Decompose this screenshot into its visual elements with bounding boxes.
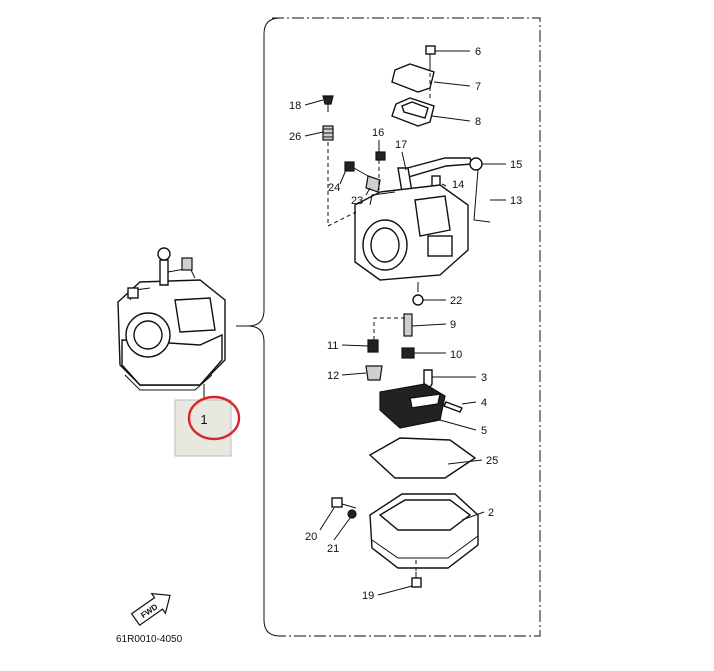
callout-labels: 6 7 8 18 26 16 17 15 14 13 24 23 22 9 11…	[289, 46, 522, 602]
callout-16: 16	[372, 127, 384, 139]
exploded-parts	[322, 45, 491, 588]
callout-18: 18	[289, 100, 301, 112]
callout-22: 22	[450, 295, 462, 307]
fwd-arrow: FWD	[130, 592, 171, 627]
callout-10: 10	[450, 349, 462, 361]
drawing-code: 61R0010-4050	[116, 634, 183, 645]
callout-2: 2	[488, 507, 494, 519]
assembly-label-box	[174, 399, 232, 457]
callout-23: 23	[351, 195, 363, 207]
callout-20: 20	[305, 531, 317, 543]
callout-17: 17	[395, 139, 407, 151]
assembly-label-number: 1	[200, 412, 207, 427]
callout-4: 4	[481, 397, 487, 409]
callout-8: 8	[475, 116, 481, 128]
callout-19: 19	[362, 590, 374, 602]
leader-lines	[304, 50, 506, 596]
exploded-view-frame	[236, 17, 541, 637]
callout-26: 26	[289, 131, 301, 143]
carburetor-assembly-illustration	[117, 247, 226, 398]
callout-25: 25	[486, 455, 498, 467]
assembly-label: 1	[174, 395, 241, 457]
callout-13: 13	[510, 195, 522, 207]
callout-14: 14	[452, 179, 464, 191]
callout-7: 7	[475, 81, 481, 93]
callout-12: 12	[327, 370, 339, 382]
callout-6: 6	[475, 46, 481, 58]
callout-3: 3	[481, 372, 487, 384]
callout-21: 21	[327, 543, 339, 555]
callout-15: 15	[510, 159, 522, 171]
callout-5: 5	[481, 425, 487, 437]
callout-11: 11	[327, 340, 338, 352]
callout-24: 24	[328, 182, 340, 194]
highlight-circle	[187, 395, 241, 441]
callout-9: 9	[450, 319, 456, 331]
